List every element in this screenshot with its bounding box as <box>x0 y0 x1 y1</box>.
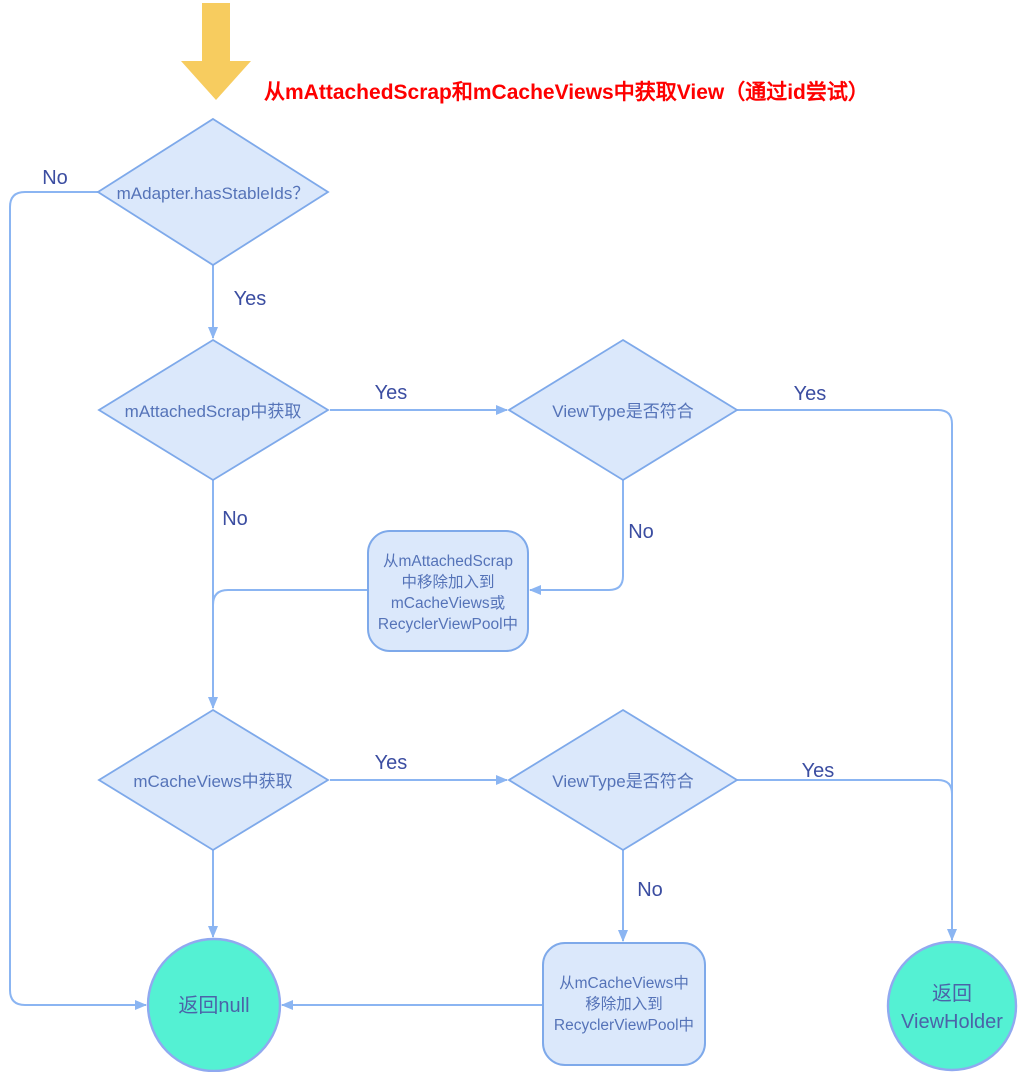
edge-viewtype1-no <box>529 480 624 595</box>
edge-label-no: No <box>628 521 654 543</box>
process-box-shape <box>367 530 529 652</box>
box-line: RecyclerViewPool中 <box>378 615 518 633</box>
edge-label-yes: Yes <box>794 383 827 405</box>
node-viewtype-check-2: ViewType是否符合 <box>507 708 739 852</box>
page-title: 从mAttachedScrap和mCacheViews中获取View（通过id尝… <box>264 80 869 104</box>
box-line: 从mAttachedScrap <box>383 553 513 570</box>
box-line: mCacheViews或 <box>391 594 505 612</box>
start-down-arrow-icon <box>181 3 251 100</box>
diamond-shape <box>96 117 330 267</box>
edge-label-no: No <box>42 167 68 189</box>
edge-label-yes: Yes <box>375 752 408 774</box>
connectors <box>9 191 957 1010</box>
diamond-shape <box>97 338 330 482</box>
edge-label-no: No <box>222 508 248 530</box>
terminal-circle-shape <box>886 940 1018 1072</box>
node-cache-views: mCacheViews中获取 <box>97 708 330 852</box>
node-label: ViewType是否符合 <box>552 772 693 791</box>
box-line: 移除加入到 <box>585 995 663 1013</box>
process-box-shape <box>542 942 706 1066</box>
edge-viewtype2-yes <box>737 779 953 795</box>
box-line: 中移除加入到 <box>401 573 494 591</box>
node-remove-to-cache: 从mAttachedScrap 中移除加入到 mCacheViews或 Recy… <box>367 530 529 652</box>
diamond-shape <box>97 708 330 852</box>
edge-label-yes: Yes <box>234 288 267 310</box>
node-attached-scrap: mAttachedScrap中获取 <box>97 338 330 482</box>
diamond-shape <box>507 708 739 852</box>
node-label: mAdapter.hasStableIds？ <box>117 184 310 203</box>
terminal-label: 返回null <box>178 994 249 1017</box>
edge-viewtype1-yes <box>737 409 957 941</box>
diamond-shape <box>507 338 739 482</box>
node-remove-to-pool: 从mCacheViews中 移除加入到 RecyclerViewPool中 <box>542 942 706 1066</box>
terminal-label: ViewHolder <box>901 1011 1003 1033</box>
box-line: 从mCacheViews中 <box>559 974 689 992</box>
terminal-circle-shape <box>146 937 282 1072</box>
node-label: mAttachedScrap中获取 <box>125 402 302 421</box>
node-label: mCacheViews中获取 <box>133 772 292 791</box>
edge-label-yes: Yes <box>802 760 835 782</box>
node-viewtype-check-1: ViewType是否符合 <box>507 338 739 482</box>
box-line: RecyclerViewPool中 <box>554 1016 694 1034</box>
edge-labels: No Yes Yes Yes No No Yes Yes No <box>42 167 834 901</box>
edge-label-no: No <box>637 879 663 901</box>
node-return-null: 返回null <box>146 937 282 1072</box>
node-has-stable-ids: mAdapter.hasStableIds？ <box>96 117 330 267</box>
edge-label-yes: Yes <box>375 382 408 404</box>
edge-removecache-out <box>212 589 368 606</box>
edge-stableids-no <box>9 191 147 1010</box>
terminal-label: 返回 <box>932 982 972 1005</box>
node-return-viewholder: 返回 ViewHolder <box>886 940 1018 1072</box>
node-label: ViewType是否符合 <box>552 402 693 421</box>
